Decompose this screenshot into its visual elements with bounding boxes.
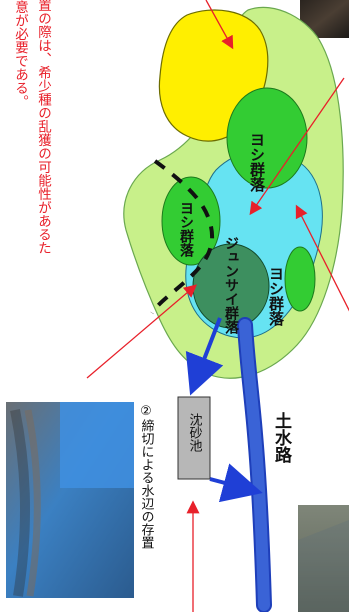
red-arrow-middle — [295, 204, 349, 312]
yoshi-left — [161, 176, 221, 266]
label-earth-channel: 土水路 — [271, 411, 292, 464]
yoshi-right — [284, 246, 316, 312]
note-line2: 意が必要である。 — [12, 0, 29, 108]
red-arrow-top-left — [205, 0, 234, 50]
note-line1: 置の際は、希少種の乱獲の可能性があるた — [35, 0, 52, 255]
cutoff-photo — [6, 402, 134, 598]
red-arrow-left — [86, 284, 197, 379]
red-arrow-top-right — [249, 77, 345, 216]
label-yoshi-upper: ヨシ群落 — [248, 132, 266, 193]
label-yoshi-left: ヨシ群落 — [178, 201, 195, 258]
cutoff-dashed-line — [150, 159, 215, 315]
waterway-photo — [298, 505, 349, 612]
blue-arrow-from-junsai — [185, 317, 224, 396]
settling-pond — [177, 396, 211, 480]
label-yoshi-right: ヨシ群落 — [267, 266, 285, 327]
label-settling-pond: 沈砂池 — [187, 413, 203, 452]
blue-arrow-to-channel — [209, 463, 263, 503]
label-cutoff-caption: ②締切による水辺の存置 — [139, 404, 155, 549]
label-junsai: ジュンサイ群落 — [223, 236, 240, 335]
yoshi-upper — [226, 87, 308, 189]
